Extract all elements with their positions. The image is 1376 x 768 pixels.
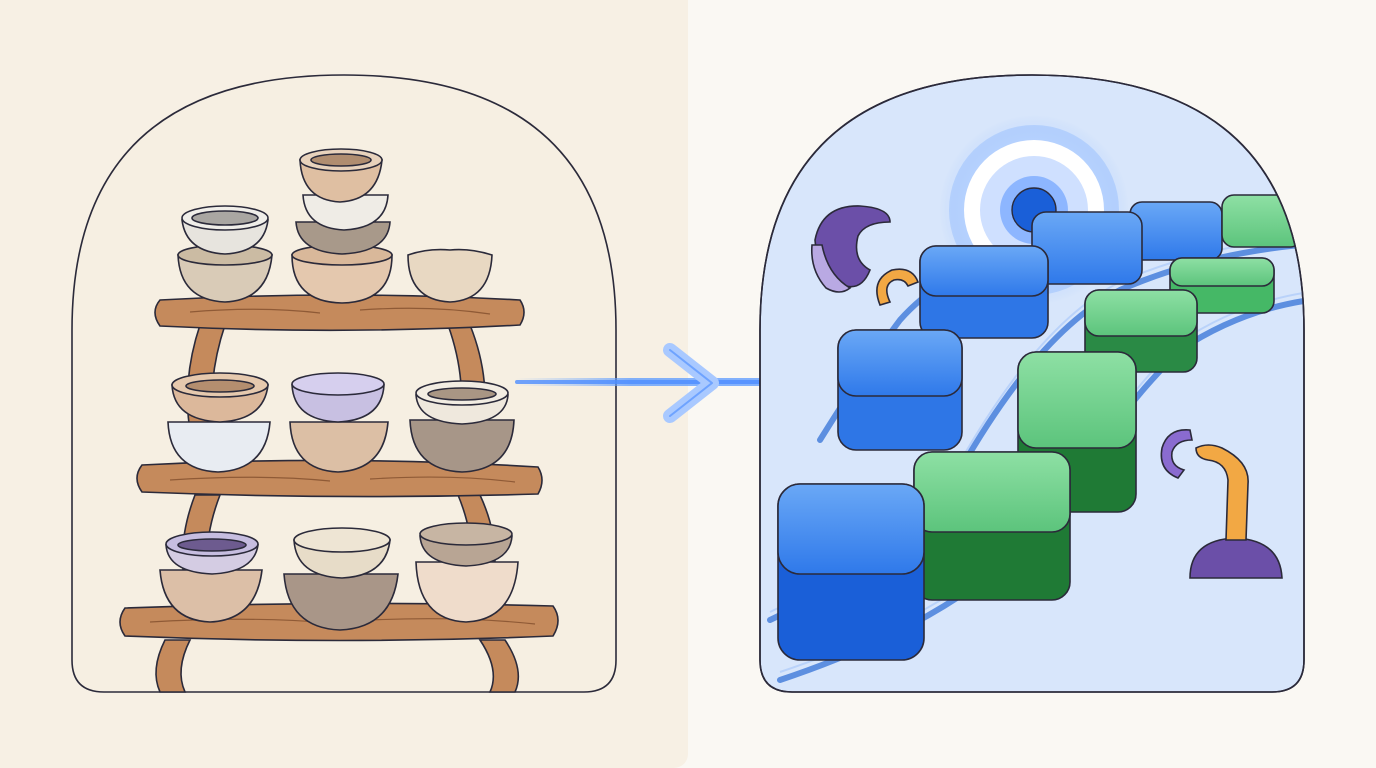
pottery-bowls — [159, 148, 519, 631]
robot-arm-icon — [1160, 429, 1283, 579]
robot-arm-icon — [810, 205, 920, 306]
conveyor-blocks — [777, 194, 1303, 661]
